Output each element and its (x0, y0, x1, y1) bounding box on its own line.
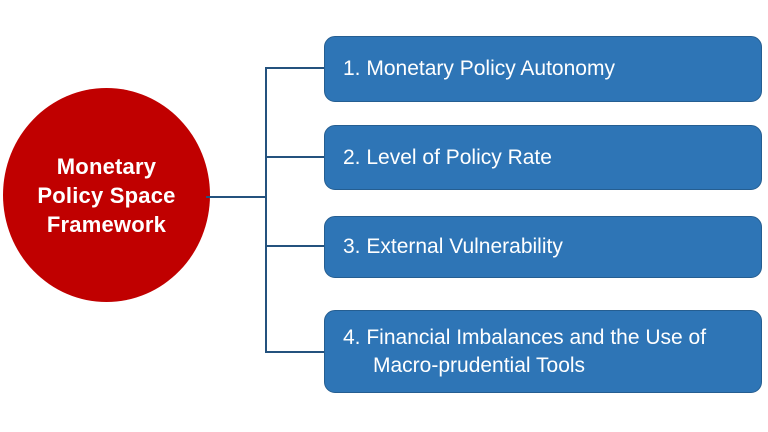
connector-circle-stem (206, 196, 267, 198)
connector-branch-2 (265, 156, 325, 158)
connector-branch-3 (265, 245, 325, 247)
connector-branch-1 (265, 67, 325, 69)
box-external-vulnerability: 3. External Vulnerability (324, 216, 762, 278)
connector-branch-4 (265, 351, 325, 353)
box-label: 3. External Vulnerability (343, 235, 563, 258)
box-financial-imbalances-macro-prudential-tools: 4. Financial Imbalances and the Use of M… (324, 310, 762, 393)
box-label: 2. Level of Policy Rate (343, 145, 552, 169)
box-level-of-policy-rate: 2. Level of Policy Rate (324, 125, 762, 190)
framework-circle-label: Monetary Policy Space Framework (37, 152, 175, 239)
connector-trunk (265, 67, 267, 353)
framework-circle: Monetary Policy Space Framework (3, 88, 210, 302)
box-label: 4. Financial Imbalances and the Use of M… (343, 325, 707, 377)
circle-label-line-3: Framework (46, 211, 167, 237)
circle-label-line-1: Monetary (56, 153, 157, 179)
box-label: 1. Monetary Policy Autonomy (343, 57, 615, 80)
box-monetary-policy-autonomy: 1. Monetary Policy Autonomy (324, 36, 762, 102)
circle-label-line-2: Policy Space (37, 182, 176, 208)
